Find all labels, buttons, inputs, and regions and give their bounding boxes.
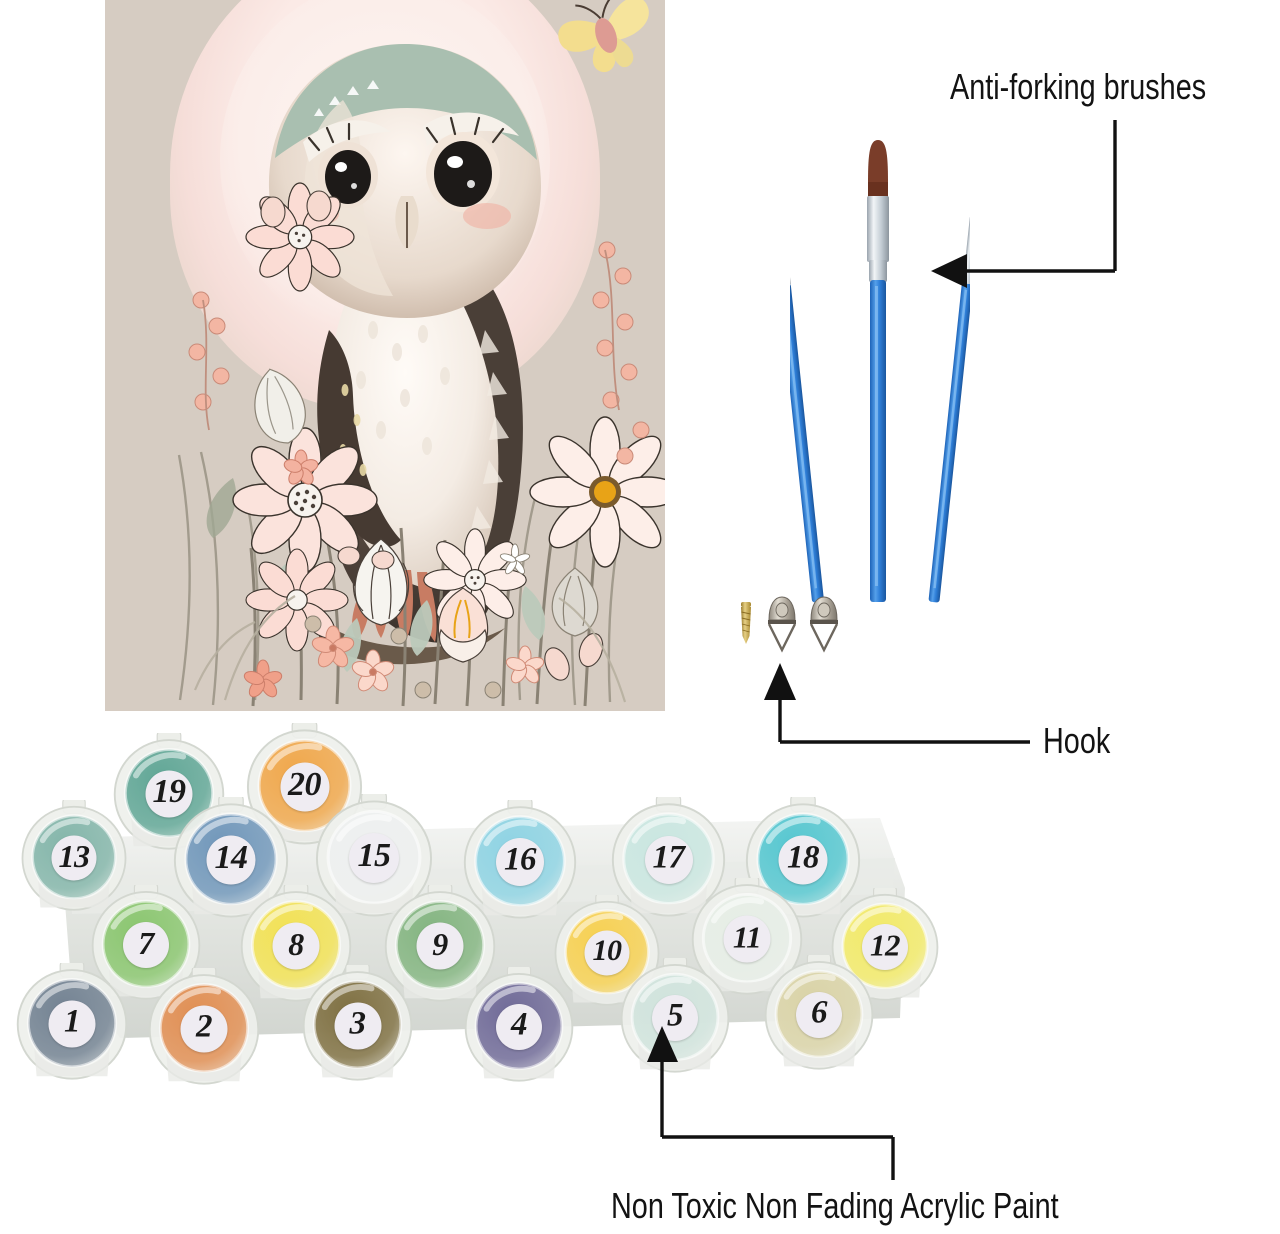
paint-pot-9[interactable]: 9 [381,885,499,1003]
seed-pods [304,615,502,699]
brushes-leader [960,120,1117,273]
tiny-star-flower [499,543,531,575]
flat-filbert-brush [867,140,889,602]
paint-pot-5[interactable]: 5 [617,958,733,1074]
foreground-flowers [188,182,665,707]
small-blossoms [243,449,545,698]
paint-pot-11[interactable]: 11 [688,878,806,996]
hooks-svg [741,596,839,653]
paint-pot-14[interactable]: 14 [170,797,292,919]
paint-pot-17[interactable]: 17 [608,797,729,918]
paint-pot-10[interactable]: 10 [551,895,663,1007]
paint-pot-16[interactable]: 16 [460,800,580,920]
callout-label-brushes: Anti-forking brushes [950,66,1207,107]
painting-artwork-svg [177,0,665,707]
paint-pot-15[interactable]: 15 [312,794,436,918]
paint-pot-3[interactable]: 3 [299,965,416,1082]
sawtooth-hanger [809,596,839,653]
flower-pink-protea [437,587,489,663]
paint-pot-1[interactable]: 1 [13,963,131,1081]
paint-pot-6[interactable]: 6 [761,955,877,1071]
brushes-arrowhead [931,254,967,288]
paint-arrowhead [647,1026,678,1062]
hook-arrowhead [764,663,796,700]
flower-daisy-left [232,427,378,573]
flower-daisy-right [529,416,665,568]
callout-label-paint: Non Toxic Non Fading Acrylic Paint [611,1185,1059,1226]
hook-hardware [730,596,860,666]
hook-leader [778,700,1030,744]
callout-label-hook: Hook [1043,720,1111,761]
paint-pot-8[interactable]: 8 [237,885,355,1003]
sawtooth-hanger [767,596,797,653]
flower-buds [260,190,604,681]
flower-grey-thistle-left [254,368,306,444]
paint-pot-4[interactable]: 4 [461,967,577,1083]
butterfly [558,0,649,73]
paint-leader [660,1060,895,1180]
brush-set [767,120,983,665]
owl-painting-canvas [105,0,665,711]
paint-pot-2[interactable]: 2 [145,968,263,1086]
paint-pot-7[interactable]: 7 [88,885,204,1001]
flower-grey-thistle [551,567,599,637]
berry-sprigs [188,241,650,465]
owl-eyes [318,132,500,212]
screw-icon [741,602,751,644]
brushes-svg [767,136,983,603]
paint-pot-13[interactable]: 13 [18,800,130,912]
